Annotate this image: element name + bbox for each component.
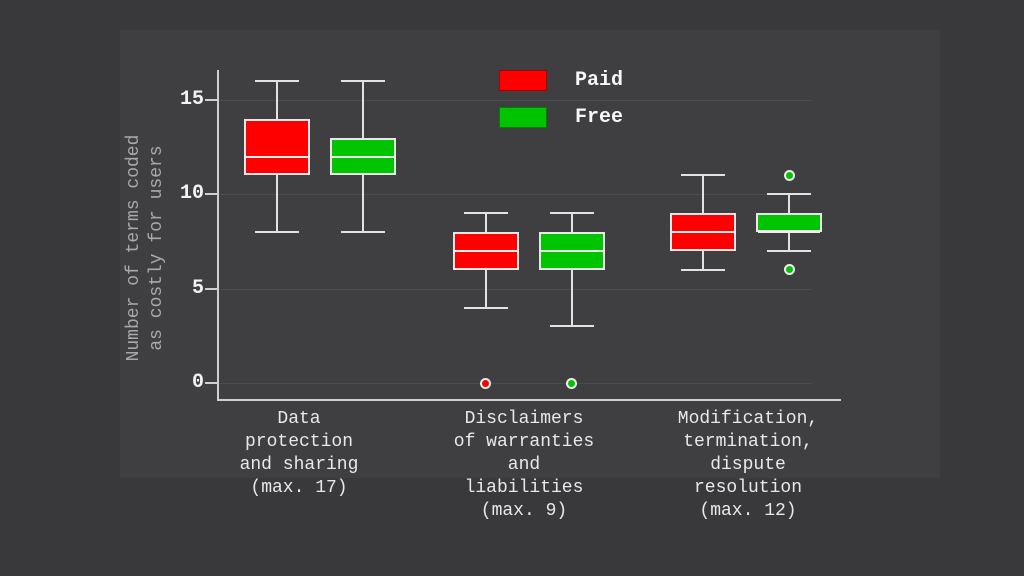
x-category-label-line: protection — [244, 432, 354, 452]
outlier-point — [566, 377, 578, 389]
outlier-point — [783, 169, 795, 181]
legend-swatch-paid — [499, 70, 547, 91]
x-category-label-line: termination, — [683, 432, 813, 452]
median-line — [454, 249, 517, 252]
whisker-cap — [681, 174, 725, 177]
whisker-cap — [341, 80, 385, 83]
median-line — [540, 249, 603, 252]
whisker-cap — [767, 249, 811, 252]
gridline-y10 — [217, 194, 812, 196]
median-line — [758, 231, 820, 234]
x-category-label-line: liabilities — [464, 478, 584, 498]
x-category-label-line: and — [507, 455, 541, 475]
y-tick-label: 15 — [179, 87, 204, 111]
gridline-y15 — [217, 99, 812, 101]
x-category-label-line: (max. 17) — [250, 478, 348, 498]
whisker-cap — [341, 231, 385, 234]
y-tick-label: 5 — [191, 276, 204, 300]
x-category-label-line: of warranties — [453, 432, 595, 452]
x-category-label-line: (max. 9) — [480, 501, 568, 521]
legend-swatch-free — [499, 107, 547, 128]
legend-row-free: Free — [499, 106, 624, 129]
whisker-cap — [549, 212, 594, 215]
y-tick-mark — [205, 98, 217, 101]
whisker-cap — [681, 268, 725, 271]
median-line — [672, 231, 734, 234]
x-category-label-line: resolution — [693, 478, 803, 498]
whisker-cap — [255, 80, 299, 83]
outlier-point — [783, 264, 795, 276]
whisker-cap — [549, 325, 594, 328]
y-tick-label: 10 — [179, 182, 204, 206]
x-category-label-line: dispute — [710, 455, 786, 475]
gridline-y5 — [217, 288, 812, 290]
y-tick-mark — [205, 287, 217, 290]
x-category-label-line: Modification, — [677, 409, 819, 429]
x-category-label: Data protection and sharing (max. 17) — [179, 408, 419, 500]
legend: Paid Free — [499, 69, 624, 145]
whisker-cap — [767, 193, 811, 196]
x-category-label-line: Data — [277, 409, 321, 429]
x-category-label-line: Disclaimers — [464, 409, 584, 429]
legend-label-free: Free — [575, 106, 624, 129]
legend-label-paid: Paid — [575, 69, 624, 92]
y-axis-label-line: as costly for users — [147, 145, 167, 351]
y-tick-mark — [205, 382, 217, 384]
whisker-cap — [255, 231, 299, 234]
whisker-cap — [463, 212, 508, 215]
outlier-point — [480, 377, 492, 389]
boxplot-box-free — [756, 213, 822, 233]
y-axis-spine — [217, 70, 219, 401]
whisker-cap — [463, 306, 508, 309]
y-axis-label-line: Number of terms coded — [124, 134, 144, 362]
gridline-y0 — [217, 383, 812, 384]
legend-row-paid: Paid — [499, 69, 624, 92]
x-category-label: Disclaimers of warranties and liabilities (m… — [404, 408, 644, 523]
x-category-label-line: and sharing — [239, 455, 359, 475]
whisker — [570, 213, 573, 327]
x-category-label-line: (max. 12) — [699, 501, 797, 521]
median-line — [332, 155, 394, 158]
y-tick-label: 0 — [191, 371, 204, 394]
y-tick-mark — [205, 193, 217, 196]
boxplot-box-paid — [244, 118, 310, 176]
x-category-label: Modification, termination, dispute resoluti… — [628, 408, 868, 523]
x-axis-spine — [217, 399, 841, 401]
median-line — [246, 155, 308, 158]
